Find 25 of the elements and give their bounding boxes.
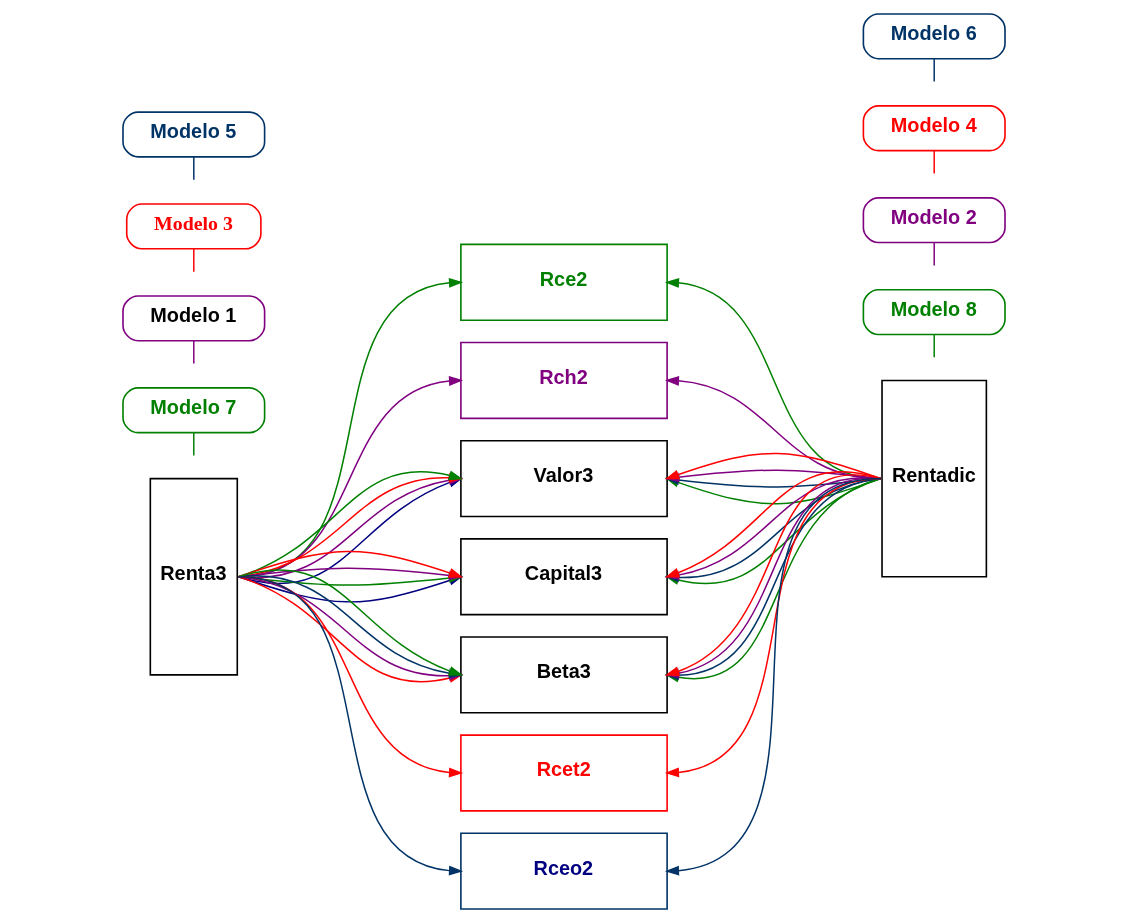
node-box: Rch2	[460, 341, 668, 419]
node-box: Modelo 6	[862, 12, 1006, 59]
node-box: Beta3	[460, 635, 668, 714]
connector	[193, 155, 195, 180]
node-box: Modelo 1	[122, 294, 266, 341]
node-box: Renta3	[149, 477, 239, 676]
node-box: Rentadic	[881, 379, 988, 578]
node-box: Modelo 2	[862, 196, 1006, 243]
node-box: Modelo 8	[862, 288, 1006, 335]
connector	[933, 241, 935, 266]
node-box: Valor3	[460, 439, 668, 517]
node-box: Modelo 5	[122, 110, 266, 158]
node-box: Capital3	[460, 537, 668, 615]
connector	[193, 431, 195, 456]
connector	[193, 247, 195, 272]
connector	[933, 333, 935, 358]
node-box: Modelo 7	[122, 386, 266, 433]
node-box: Rcet2	[460, 733, 668, 812]
node-box: Rce2	[460, 243, 668, 321]
connector	[933, 149, 935, 174]
connector	[933, 57, 935, 82]
connector	[193, 339, 195, 364]
node-box: Rceo2	[460, 831, 668, 910]
node-box: Modelo 3	[125, 202, 262, 250]
node-box: Modelo 4	[862, 104, 1006, 151]
